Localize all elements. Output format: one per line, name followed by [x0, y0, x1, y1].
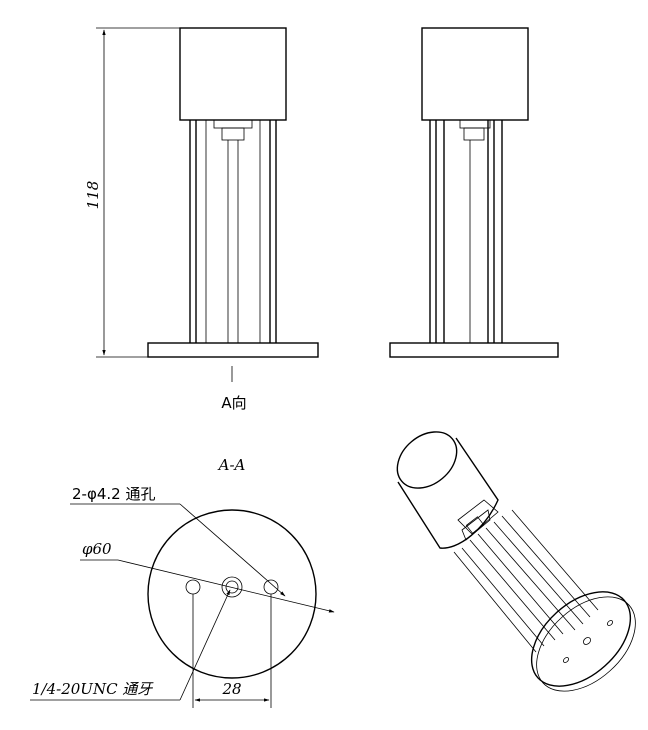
front-view-base-plate [147, 342, 319, 358]
through-hole-right [263, 579, 279, 595]
height-dimension [96, 27, 180, 358]
hole-callout-text: 2-φ4.2 通孔 [72, 485, 155, 503]
diameter-callout-leader [80, 559, 335, 613]
front-view: 118 A向 [84, 27, 319, 412]
side-view-camera-body [421, 27, 529, 121]
through-hole-left [185, 579, 201, 595]
thread-callout-leader [30, 589, 231, 701]
front-view-mount-plate [213, 119, 253, 129]
isometric-base-plate [530, 591, 636, 692]
side-view-mount-nut [463, 127, 485, 141]
threaded-hole-outer [221, 576, 243, 598]
section-view: A-A 2-φ4.2 通孔 φ60 1/4-20UNC 通牙 2 [30, 456, 335, 708]
hole-callout-leader [70, 503, 286, 597]
side-view-base-plate [389, 342, 559, 358]
spacing-dimension-text: 28 [221, 680, 241, 698]
section-title: A-A [217, 456, 246, 474]
height-dimension-text: 118 [84, 181, 102, 210]
side-view [389, 27, 559, 358]
view-direction-label: A向 [221, 394, 246, 412]
thread-callout-text: 1/4-20UNC 通牙 [32, 680, 154, 698]
isometric-view [396, 431, 636, 692]
side-view-mount-plate [459, 119, 491, 129]
isometric-camera-body [396, 431, 499, 549]
base-plate-outline [147, 509, 317, 679]
diameter-callout-text: φ60 [82, 540, 112, 558]
front-view-mount-nut [221, 127, 245, 141]
isometric-rods [453, 509, 599, 653]
side-view-rods [429, 120, 503, 343]
front-view-rods [189, 120, 277, 343]
isometric-mount-bracket [457, 499, 499, 541]
threaded-hole-inner [225, 580, 239, 594]
front-view-camera-body [179, 27, 287, 121]
spacing-dimension [192, 594, 272, 708]
